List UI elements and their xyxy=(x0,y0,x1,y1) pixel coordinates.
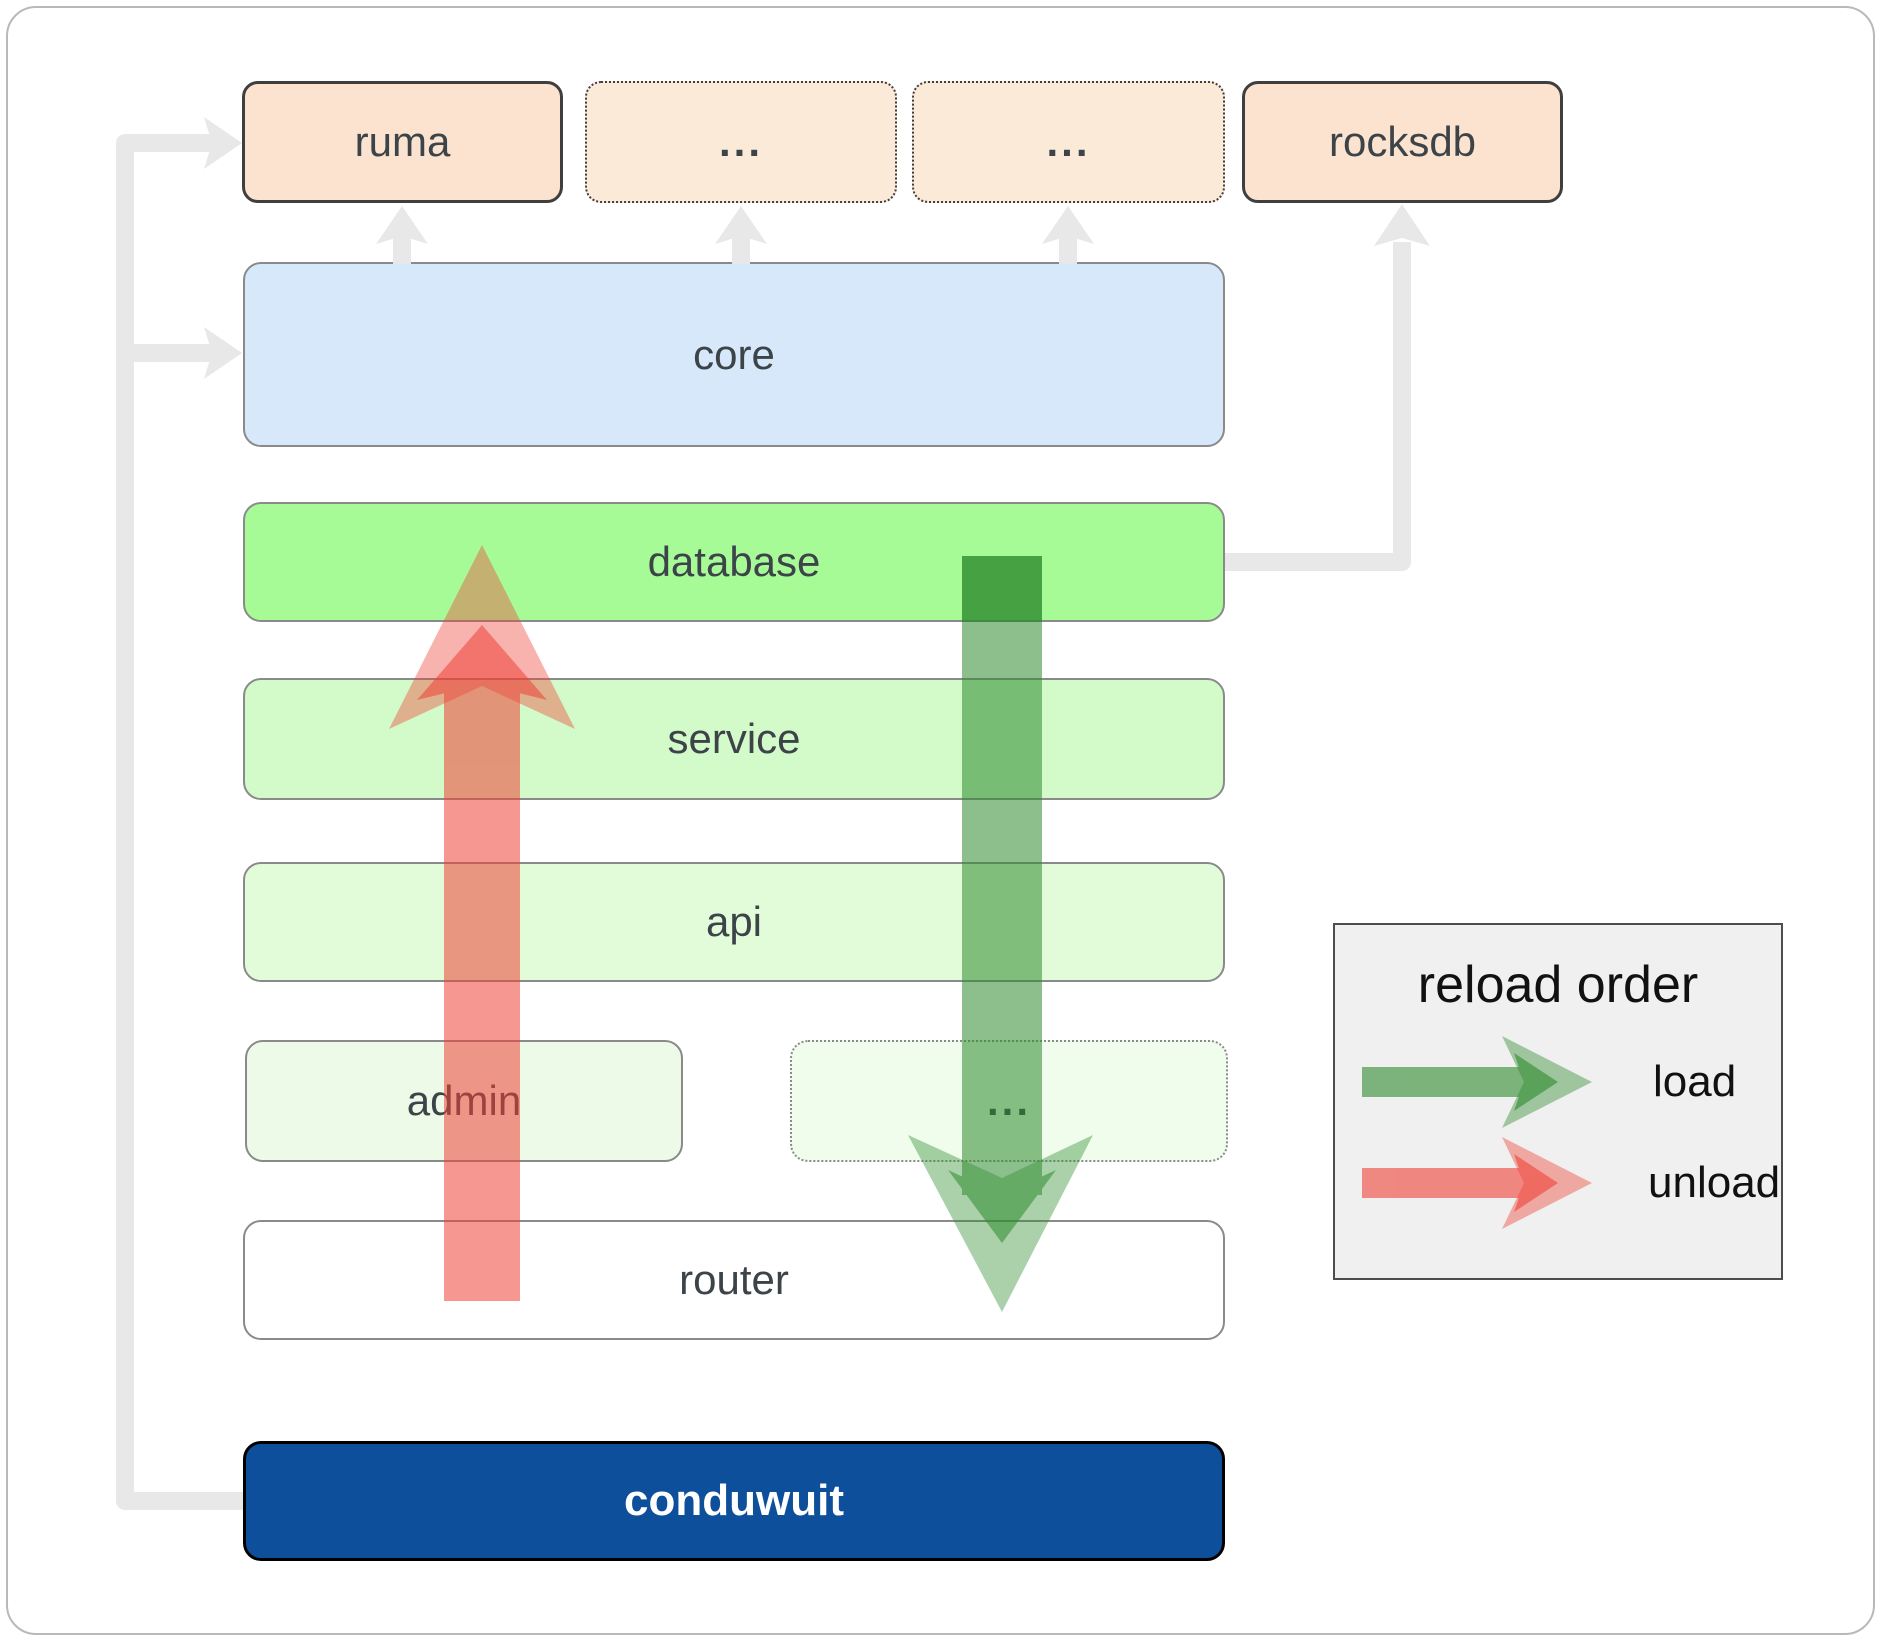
node-ellipsis-top-1: ... xyxy=(585,81,897,203)
node-service: service xyxy=(243,678,1225,800)
legend-reload-order: reload order xyxy=(1333,923,1783,1280)
node-conduwuit: conduwuit xyxy=(243,1441,1225,1561)
node-database: database xyxy=(243,502,1225,622)
diagram-outer-frame xyxy=(6,6,1875,1635)
node-rocksdb: rocksdb xyxy=(1242,81,1563,203)
node-admin: admin xyxy=(245,1040,683,1162)
node-api: api xyxy=(243,862,1225,982)
legend-label-load: load xyxy=(1653,1057,1737,1106)
node-ellipsis-top-2: ... xyxy=(912,81,1225,203)
node-router: router xyxy=(243,1220,1225,1340)
node-core: core xyxy=(243,262,1225,447)
node-ellipsis-admin: ... xyxy=(790,1040,1228,1162)
legend-label-unload: unload xyxy=(1648,1158,1781,1207)
legend-title: reload order xyxy=(1417,956,1699,1014)
node-ruma: ruma xyxy=(242,81,563,203)
